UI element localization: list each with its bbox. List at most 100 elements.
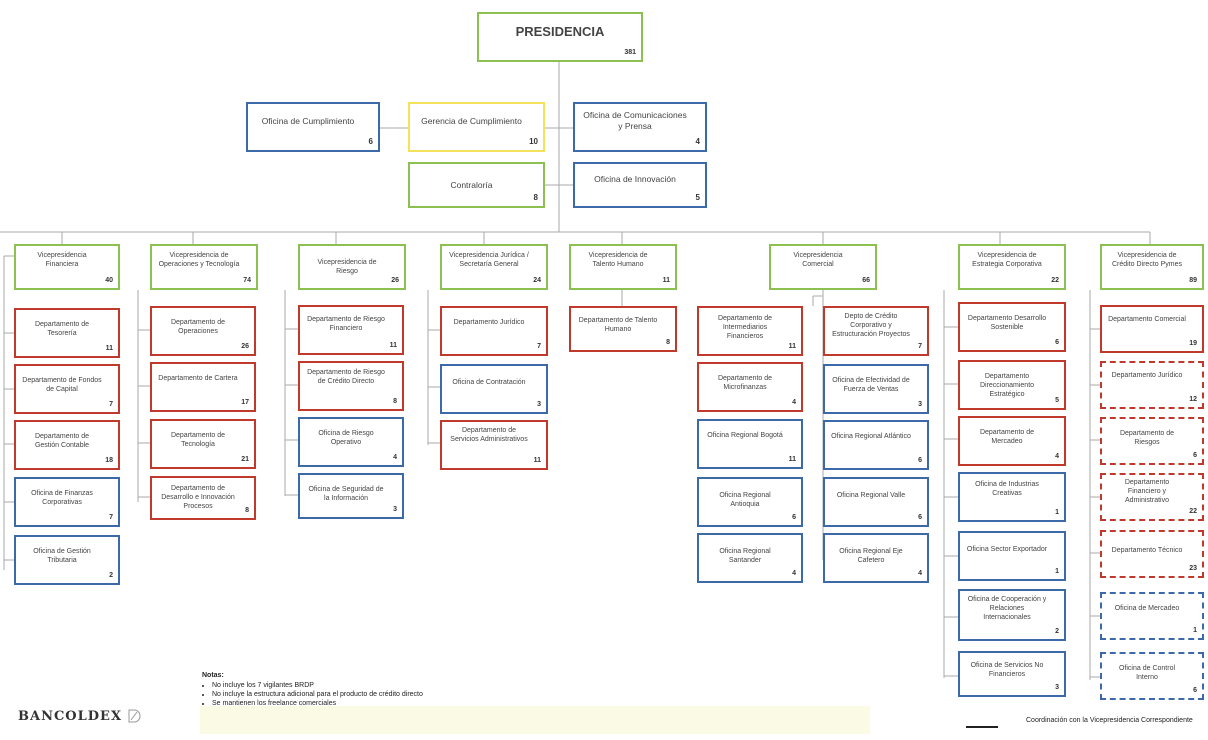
- oficina-comunicaciones-count: 4: [695, 137, 700, 146]
- unit-sector-exportador-box: Oficina Sector Exportador 1: [958, 531, 1066, 581]
- logo-mark-icon: [128, 709, 141, 723]
- unit-count: 21: [241, 456, 249, 463]
- unit-tecnologia-box: Departamento de Tecnología 21: [150, 419, 256, 469]
- vp-riesgo-count: 26: [391, 277, 399, 284]
- presidencia-label: PRESIDENCIA: [515, 24, 605, 39]
- vp-pymes-label: Vicepresidencia de Crédito Directo Pymes: [1111, 252, 1183, 268]
- oficina-cumplimiento-count: 6: [368, 137, 373, 146]
- unit-label: Oficina de Mercadeo: [1114, 605, 1180, 612]
- unit-count: 11: [105, 345, 113, 352]
- unit-label: Oficina de Riesgo Operativo: [318, 430, 374, 446]
- unit-tesoreria-box: Departamento de Tesorería 11: [14, 308, 120, 358]
- unit-label: Departamento Direccionamiento Estratégic…: [979, 373, 1035, 398]
- unit-label: Departamento Jurídico: [1111, 372, 1183, 379]
- vp-riesgo-label: Vicepresidencia de Riesgo: [317, 259, 377, 275]
- unit-label: Departamento de Riesgo de Crédito Direct…: [307, 369, 385, 385]
- unit-riesgo-credito-box: Departamento de Riesgo de Crédito Direct…: [298, 361, 404, 411]
- unit-riesgo-operativo-box: Oficina de Riesgo Operativo 4: [298, 417, 404, 467]
- unit-cooperacion-box: Oficina de Cooperación y Relaciones Inte…: [958, 589, 1066, 641]
- unit-count: 11: [389, 342, 397, 349]
- legend-text: Coordinación con la Vicepresidencia Corr…: [1026, 717, 1193, 724]
- unit-label: Departamento de Operaciones: [170, 319, 226, 335]
- unit-count: 3: [393, 506, 397, 513]
- unit-count: 19: [1189, 340, 1197, 347]
- unit-count: 3: [1055, 684, 1059, 691]
- contraloria-box: Contraloría 8: [408, 162, 545, 208]
- unit-credito-corporativo-box: Depto de Crédito Corporativo y Estructur…: [823, 306, 929, 356]
- unit-industrias-creativas-box: Oficina de Industrias Creativas 1: [958, 472, 1066, 522]
- notes-section: Notas: No incluye los 7 vigilantes BRDP …: [190, 668, 880, 736]
- oficina-cumplimiento-box: Oficina de Cumplimiento 6: [246, 102, 380, 152]
- unit-desarrollo-sostenible-box: Departamento Desarrollo Sostenible 6: [958, 302, 1066, 352]
- unit-label: Departamento de Talento Humano: [578, 317, 658, 333]
- unit-desarrollo-innovacion-box: Departamento de Desarrollo e Innovación …: [150, 476, 256, 520]
- vp-financiera-count: 40: [105, 277, 113, 284]
- vp-riesgo-box: Vicepresidencia de Riesgo 26: [298, 244, 406, 290]
- unit-label: Departamento de Mercadeo: [979, 429, 1035, 445]
- unit-cartera-box: Departamento de Cartera 17: [150, 362, 256, 412]
- legend-line: [966, 726, 998, 728]
- unit-pymes-juridico-box: Departamento Jurídico 12: [1100, 361, 1204, 409]
- vp-comercial-box: Vicepresidencia Comercial 66: [769, 244, 877, 290]
- unit-contratacion-box: Oficina de Contratación 3: [440, 364, 548, 414]
- vp-pymes-count: 89: [1189, 277, 1197, 284]
- unit-count: 6: [1193, 452, 1197, 459]
- notes-list: No incluye los 7 vigilantes BRDP No incl…: [198, 681, 442, 708]
- vp-comercial-label: Vicepresidencia Comercial: [793, 252, 843, 268]
- unit-label: Departamento de Cartera: [158, 375, 238, 382]
- unit-label: Departamento de Riesgos: [1119, 430, 1175, 446]
- unit-regional-antioquia-box: Oficina Regional Antioquia 6: [697, 477, 803, 527]
- unit-count: 1: [1055, 568, 1059, 575]
- vp-juridica-count: 24: [533, 277, 541, 284]
- unit-count: 3: [537, 401, 541, 408]
- vp-operaciones-count: 74: [243, 277, 251, 284]
- unit-label: Departamento de Gestión Contable: [34, 433, 90, 449]
- unit-label: Oficina de Gestión Tributaria: [33, 548, 91, 564]
- unit-gestion-contable-box: Departamento de Gestión Contable 18: [14, 420, 120, 470]
- vp-operaciones-box: Vicepresidencia de Operaciones y Tecnolo…: [150, 244, 258, 290]
- unit-label: Oficina de Finanzas Corporativas: [31, 490, 93, 506]
- unit-count: 8: [666, 339, 670, 346]
- unit-label: Departamento Desarrollo Sostenible: [967, 315, 1047, 331]
- vp-talento-count: 11: [662, 277, 670, 284]
- unit-count: 11: [533, 457, 541, 464]
- unit-label: Departamento Comercial: [1108, 316, 1186, 323]
- unit-count: 26: [241, 343, 249, 350]
- unit-label: Oficina de Efectividad de Fuerza de Vent…: [832, 377, 910, 393]
- unit-riesgo-financiero-box: Departamento de Riesgo Financiero 11: [298, 305, 404, 355]
- unit-count: 3: [918, 401, 922, 408]
- unit-count: 23: [1189, 565, 1197, 572]
- unit-label: Oficina Regional Valle: [836, 492, 906, 499]
- vp-comercial-count: 66: [862, 277, 870, 284]
- unit-fondos-capital-box: Departamento de Fondos de Capital 7: [14, 364, 120, 414]
- unit-count: 8: [393, 398, 397, 405]
- vp-estrategia-label: Vicepresidencia de Estrategia Corporativ…: [972, 252, 1042, 268]
- unit-count: 1: [1055, 509, 1059, 516]
- unit-regional-atlantico-box: Oficina Regional Atlántico 6: [823, 420, 929, 470]
- unit-count: 7: [109, 401, 113, 408]
- unit-count: 11: [788, 343, 796, 350]
- unit-talento-humano-box: Departamento de Talento Humano 8: [569, 306, 677, 352]
- unit-regional-eje-cafetero-box: Oficina Regional Eje Cafetero 4: [823, 533, 929, 583]
- vp-estrategia-count: 22: [1051, 277, 1059, 284]
- unit-count: 6: [1055, 339, 1059, 346]
- unit-label: Oficina de Contratación: [452, 379, 526, 386]
- unit-regional-valle-box: Oficina Regional Valle 6: [823, 477, 929, 527]
- unit-count: 17: [241, 399, 249, 406]
- unit-mercadeo-box: Departamento de Mercadeo 4: [958, 416, 1066, 466]
- oficina-comunicaciones-box: Oficina de Comunicaciones y Prensa 4: [573, 102, 707, 152]
- unit-label: Departamento de Servicios Administrativo…: [450, 427, 528, 443]
- unit-servicios-no-financieros-box: Oficina de Servicios No Financieros 3: [958, 651, 1066, 697]
- unit-label: Oficina Regional Santander: [719, 548, 771, 564]
- unit-servicios-administrativos-box: Departamento de Servicios Administrativo…: [440, 420, 548, 470]
- unit-label: Oficina de Industrias Creativas: [975, 481, 1039, 497]
- unit-count: 7: [918, 343, 922, 350]
- unit-count: 2: [1055, 628, 1059, 635]
- note-item: Se mantienen los freelance comerciales: [212, 699, 442, 708]
- notes-background: [200, 706, 870, 734]
- contraloria-count: 8: [533, 193, 538, 202]
- unit-count: 6: [1193, 687, 1197, 694]
- vp-talento-box: Vicepresidencia de Talento Humano 11: [569, 244, 677, 290]
- unit-label: Departamento Financiero y Administrativo: [1124, 479, 1170, 504]
